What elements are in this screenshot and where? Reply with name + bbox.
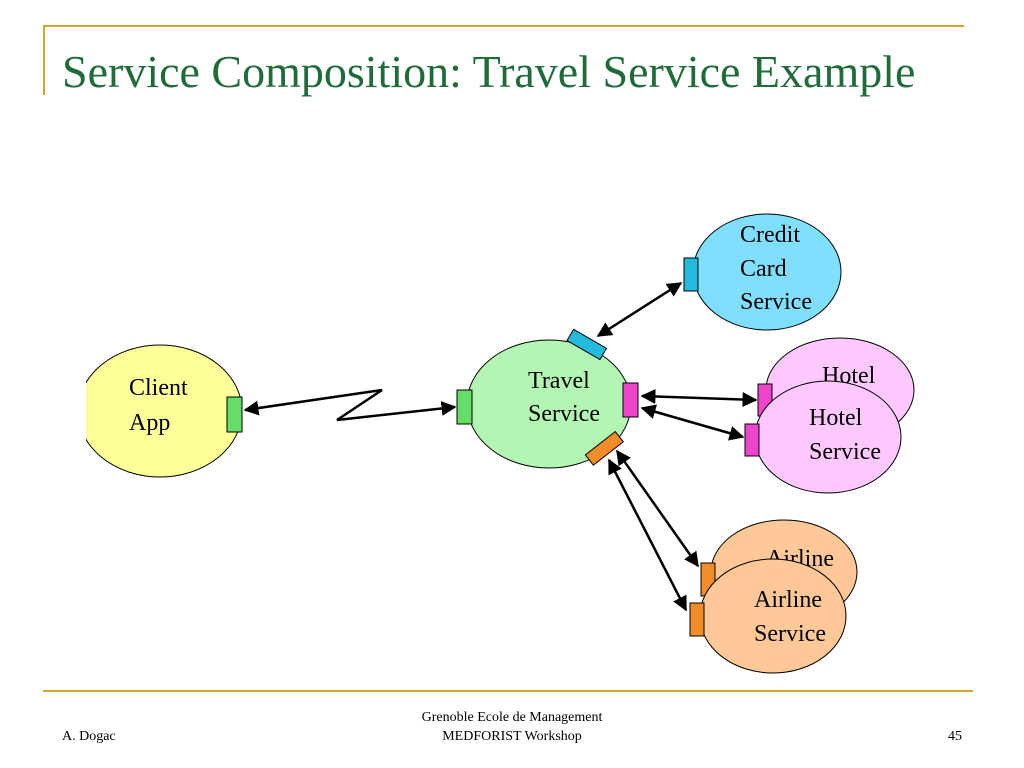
hotel-service-front-node: Hotel Service <box>744 380 902 494</box>
footer-page-number: 45 <box>948 729 962 744</box>
travel-service-node: Travel Service <box>456 328 639 469</box>
title-frame-left-rule <box>43 25 45 95</box>
airline-service-front-ellipse <box>699 558 847 674</box>
airline-service-front-port <box>689 602 705 637</box>
credit-card-service-label-line3: Service <box>740 289 812 315</box>
travel-to-credit-connector <box>596 281 683 338</box>
travel-service-airline-port <box>584 430 624 466</box>
client-app-node: Client App <box>86 344 243 478</box>
title-frame-top-rule <box>43 25 964 27</box>
airline-service-front-node: Airline Service <box>689 558 847 674</box>
travel-service-client-port <box>456 389 473 425</box>
travel-service-hotel-port <box>622 382 639 418</box>
travel-service-label-line2: Service <box>528 401 600 427</box>
client-app-label-line2: App <box>129 410 170 436</box>
footer-event-line2: MEDFORIST Workshop <box>442 729 582 744</box>
travel-service-credit-port <box>566 328 608 361</box>
footer-event: Grenoble Ecole de Management MEDFORIST W… <box>362 708 662 746</box>
hotel-service-front-label-line1: Hotel <box>809 405 863 431</box>
hotel-service-front-label-line2: Service <box>809 439 881 465</box>
travel-to-airline-front-connector <box>607 458 688 612</box>
credit-card-service-label-line2: Card <box>740 256 787 282</box>
hotel-service-front-port <box>744 423 760 457</box>
travel-to-hotel-front-connector <box>640 404 745 441</box>
client-app-label-line1: Client <box>129 375 188 401</box>
airline-service-front-label-line1: Airline <box>754 587 822 613</box>
travel-to-hotel-back-connector <box>640 388 758 408</box>
travel-service-label-line1: Travel <box>528 368 590 394</box>
travel-to-airline-back-connector <box>615 449 700 568</box>
footer-rule <box>43 690 973 692</box>
client-app-port <box>226 396 243 433</box>
credit-card-service-label-line1: Credit <box>740 222 800 248</box>
hotel-service-front-ellipse <box>754 380 902 494</box>
footer-author: A. Dogac <box>62 729 116 744</box>
client-to-travel-connector <box>243 388 457 422</box>
credit-card-service-node: Credit Card Service <box>683 213 842 331</box>
airline-service-front-label-line2: Service <box>754 621 826 647</box>
slide-title: Service Composition: Travel Service Exam… <box>62 46 916 97</box>
footer-event-line1: Grenoble Ecole de Management <box>421 710 603 725</box>
credit-card-service-port <box>683 257 699 292</box>
